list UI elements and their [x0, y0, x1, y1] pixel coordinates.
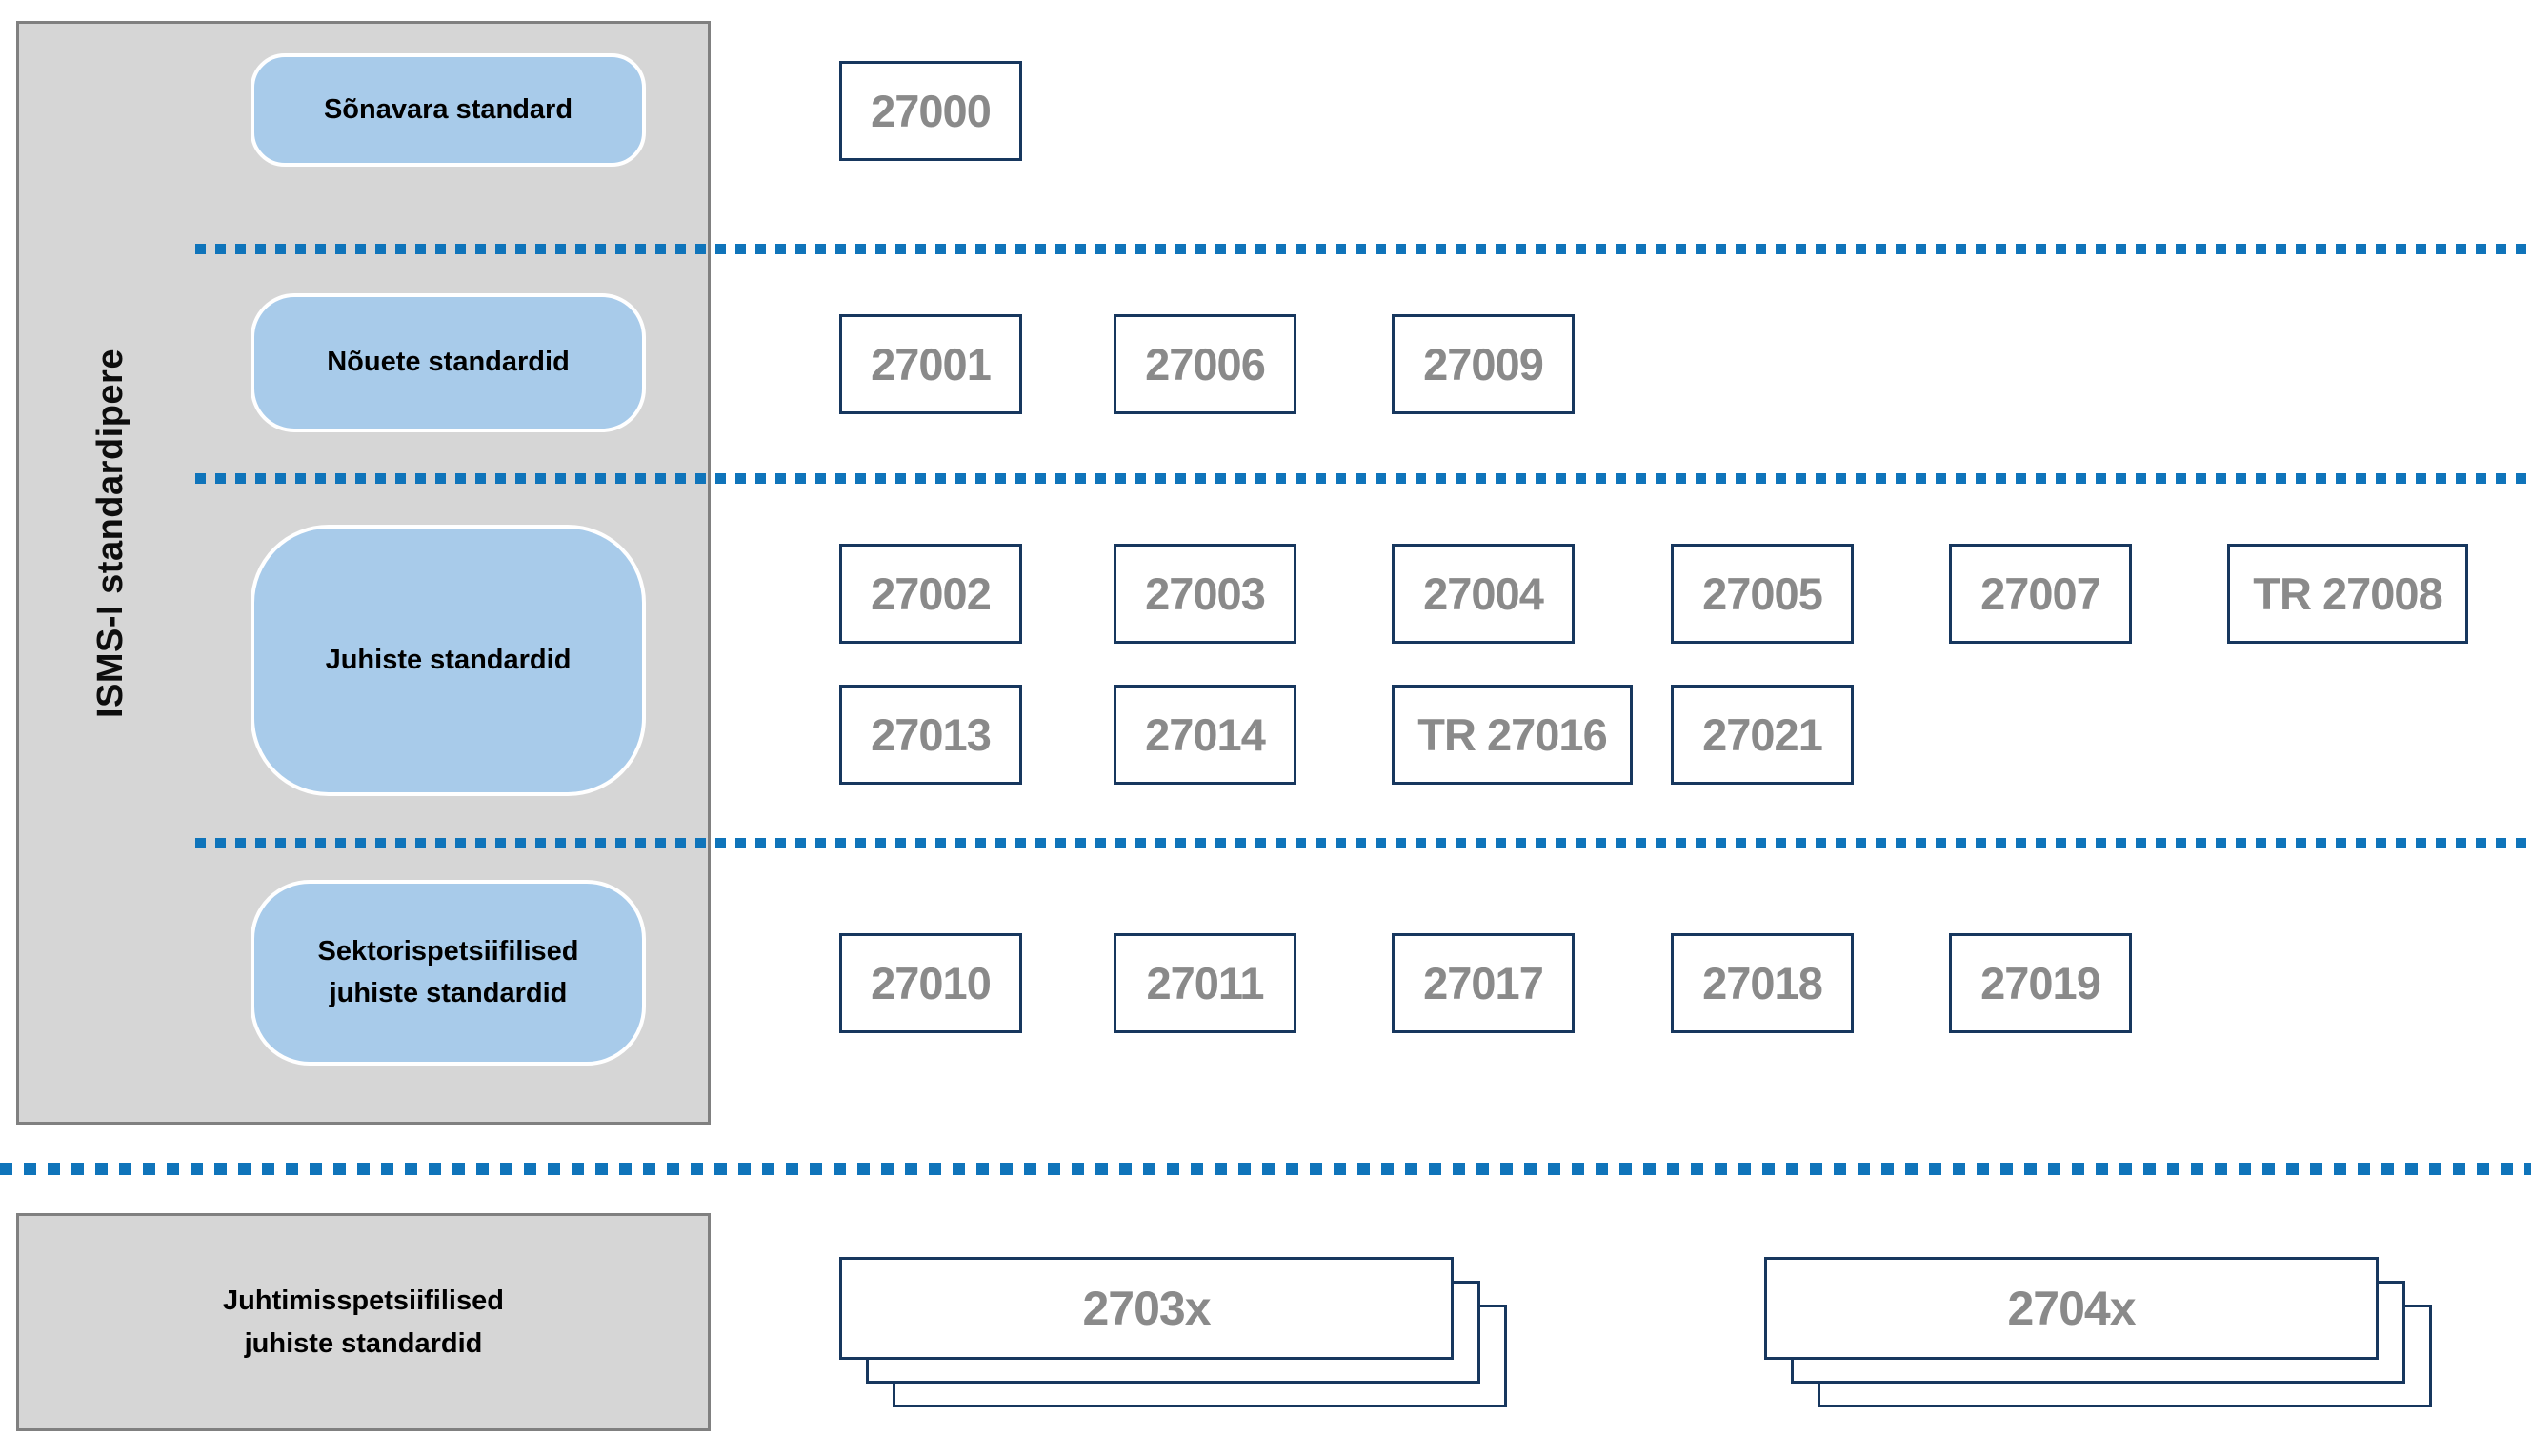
standard-label: 27005	[1702, 568, 1823, 619]
stack-2703x: 2703x	[839, 1257, 1516, 1414]
standard-label: 27007	[1980, 568, 2101, 619]
stack-front-layer: 2703x	[839, 1257, 1454, 1360]
standard-label: 27001	[871, 339, 992, 389]
divider-dotted-4	[0, 1163, 2531, 1175]
management-label-line1: Juhtimisspetsiifilised	[223, 1285, 504, 1316]
standard-box-27014: 27014	[1114, 685, 1296, 785]
standard-label: 27000	[871, 86, 992, 136]
management-label-line2: juhiste standardid	[244, 1327, 483, 1359]
category-label-vocabulary: Sõnavara standard	[323, 93, 573, 125]
stack-label: 2704x	[2007, 1282, 2136, 1335]
standard-label: 27009	[1423, 339, 1544, 389]
category-label-guidelines: Juhiste standardid	[325, 644, 572, 675]
standard-box-27021: 27021	[1671, 685, 1854, 785]
standard-box-27011: 27011	[1114, 933, 1296, 1033]
standard-box-27003: 27003	[1114, 544, 1296, 644]
stack-label: 2703x	[1082, 1282, 1211, 1335]
standard-label: 27010	[871, 958, 992, 1008]
stack-2704x: 2704x	[1764, 1257, 2441, 1414]
category-label-sector-line1: Sektorispetsiifilised	[317, 936, 579, 967]
standard-label: TR 27016	[1417, 709, 1607, 760]
standard-box-tr-27008: TR 27008	[2227, 544, 2468, 644]
standard-label: 27004	[1423, 568, 1544, 619]
stack-front-layer: 2704x	[1764, 1257, 2379, 1360]
standard-box-tr-27016: TR 27016	[1392, 685, 1633, 785]
category-box-requirements: Nõuete standardid	[251, 293, 646, 432]
divider-dotted-2	[195, 473, 2531, 484]
standard-box-27013: 27013	[839, 685, 1022, 785]
standard-box-27019: 27019	[1949, 933, 2132, 1033]
standard-box-27009: 27009	[1392, 314, 1575, 414]
standard-box-27007: 27007	[1949, 544, 2132, 644]
standard-label: 27011	[1146, 958, 1264, 1008]
category-box-sector-specific: Sektorispetsiifilised juhiste standardid	[251, 880, 646, 1066]
standard-box-27005: 27005	[1671, 544, 1854, 644]
standard-box-27006: 27006	[1114, 314, 1296, 414]
standard-label: 27014	[1145, 709, 1266, 760]
category-label-requirements: Nõuete standardid	[327, 347, 570, 378]
standard-box-27018: 27018	[1671, 933, 1854, 1033]
standard-box-27002: 27002	[839, 544, 1022, 644]
standard-box-27001: 27001	[839, 314, 1022, 414]
divider-dotted-1	[195, 244, 2531, 254]
standard-box-27000: 27000	[839, 61, 1022, 161]
standard-box-27004: 27004	[1392, 544, 1575, 644]
standard-label: 27019	[1980, 958, 2101, 1008]
standard-label: 27013	[871, 709, 992, 760]
divider-dotted-3	[195, 838, 2531, 848]
standard-box-27017: 27017	[1392, 933, 1575, 1033]
category-label-sector-line2: juhiste standardid	[329, 977, 568, 1008]
standard-label: TR 27008	[2253, 568, 2442, 619]
standard-label: 27006	[1145, 339, 1266, 389]
standard-box-27010: 27010	[839, 933, 1022, 1033]
standard-label: 27017	[1423, 958, 1544, 1008]
standard-label: 27021	[1702, 709, 1823, 760]
management-panel: Juhtimisspetsiifilised juhiste standardi…	[16, 1213, 711, 1431]
standard-label: 27002	[871, 568, 992, 619]
standard-label: 27018	[1702, 958, 1823, 1008]
category-box-vocabulary: Sõnavara standard	[251, 53, 646, 167]
standard-label: 27003	[1145, 568, 1266, 619]
isms-family-vertical-label: ISMS-I standardipere	[90, 349, 131, 718]
category-box-guidelines: Juhiste standardid	[251, 525, 646, 796]
